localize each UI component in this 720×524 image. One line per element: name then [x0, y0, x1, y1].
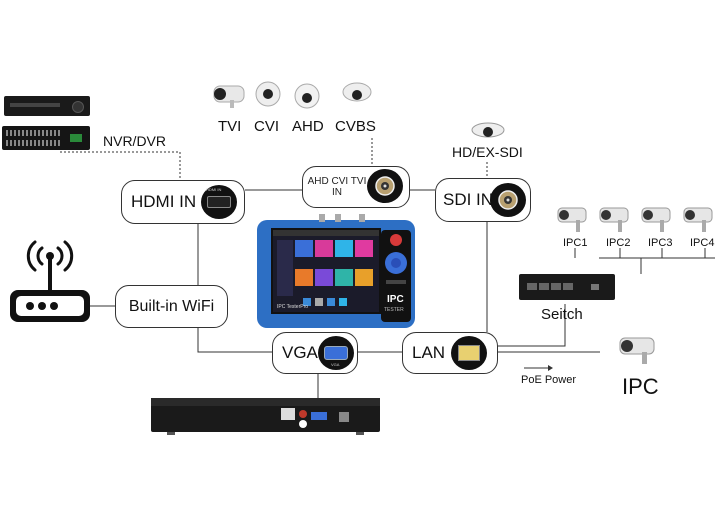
ipc-array-label-3: IPC3: [648, 237, 673, 249]
app-tile: [315, 269, 333, 286]
nvr-device-top: [4, 96, 90, 116]
bnc-port-icon-analog: [367, 169, 403, 203]
app-tile: [295, 269, 313, 286]
sdi-camera-icon: [471, 122, 505, 138]
analog-in-label: AHD CVI TVI IN: [307, 176, 367, 198]
wifi-router-device: [8, 234, 92, 326]
ipc-array-label-4: IPC4: [690, 237, 715, 249]
app-tile: [355, 269, 373, 286]
camera-type-ahd: AHD: [292, 118, 324, 135]
vga-label: VGA: [282, 343, 318, 362]
tester-device: IPC TesterPro IPC TESTER: [257, 214, 415, 328]
vga-port-icon: [318, 336, 354, 370]
rj45-port-icon: [451, 336, 487, 370]
ipc-label: IPC: [622, 374, 659, 399]
poe-label: PoE Power: [521, 374, 577, 386]
analog-camera-group: [208, 80, 378, 116]
app-tile: [335, 269, 353, 286]
camera-icons: [213, 81, 372, 109]
ipc-array-label-2: IPC2: [606, 237, 631, 249]
switch-label: Seitch: [541, 306, 583, 323]
bnc-port-icon-sdi: [490, 183, 526, 217]
hdmi-port-text: HDMI IN: [206, 187, 222, 192]
sdi-camera-label: HD/EX-SDI: [452, 144, 523, 160]
tester-tag: TESTER: [384, 307, 404, 313]
nvr-recorder-device: [151, 398, 380, 435]
tester-keypad: IPC TESTER: [381, 230, 411, 322]
wifi-label: Built-in WiFi: [128, 297, 215, 315]
hdmi-port-icon: [201, 185, 237, 219]
tester-top-connectors: [315, 214, 375, 222]
sdi-in-label: SDI IN: [443, 190, 494, 209]
app-tile: [355, 240, 373, 257]
lan-label: LAN: [412, 343, 446, 362]
ipc-camera-array-icons: [557, 207, 713, 232]
tester-brand: IPC: [387, 294, 404, 305]
hdmi-in-label: HDMI IN: [131, 192, 197, 211]
app-tile: [315, 240, 333, 257]
wifi-box: Built-in WiFi: [115, 285, 228, 328]
wifi-antenna-icon: [10, 240, 90, 322]
vga-port-text: VGA: [331, 362, 340, 367]
nvr-device-bottom: [2, 126, 90, 150]
app-tile: [335, 240, 353, 257]
tester-screen: IPC TesterPro: [271, 228, 381, 314]
camera-type-cvi: CVI: [254, 118, 280, 135]
app-tile: [295, 240, 313, 257]
camera-type-tvi: TVI: [218, 118, 242, 135]
network-switch-device: [519, 274, 615, 300]
ipc-camera-icon: [619, 337, 655, 364]
camera-type-cvbs: CVBS: [335, 118, 376, 135]
tester-app-grid: [295, 240, 375, 296]
nvr-label: NVR/DVR: [103, 133, 167, 149]
tester-model-text: IPC TesterPro: [277, 304, 309, 310]
ipc-array-label-1: IPC1: [563, 237, 588, 249]
